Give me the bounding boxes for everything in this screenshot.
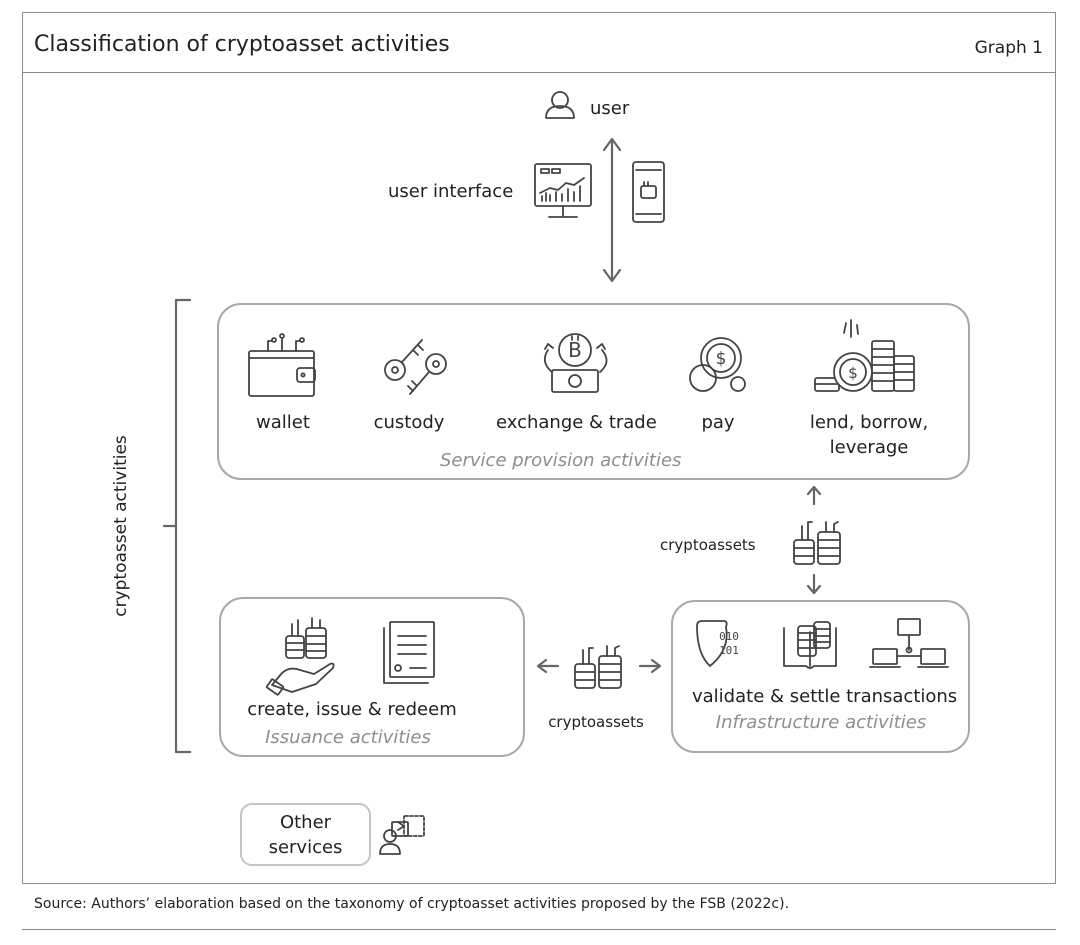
user-icon bbox=[545, 91, 575, 119]
service-provision-caption: Service provision activities bbox=[440, 450, 682, 471]
svg-text:$: $ bbox=[716, 349, 727, 369]
cryptoasset-activities-label: cryptoasset activities bbox=[111, 435, 131, 617]
other-services-line1: Other bbox=[279, 812, 332, 833]
vertical-exchange-arrows bbox=[806, 485, 822, 595]
wallet-icon bbox=[248, 333, 316, 397]
svg-text:$: $ bbox=[848, 364, 858, 382]
phone-icon bbox=[632, 161, 665, 223]
graph-number: Graph 1 bbox=[974, 38, 1043, 58]
ledger-book-icon bbox=[783, 621, 837, 669]
coins-hand-icon bbox=[265, 617, 335, 696]
bitcoin-exchange-icon: B bbox=[543, 333, 608, 393]
coin-stacks-icon: $ bbox=[814, 319, 915, 392]
issuance-caption: Issuance activities bbox=[265, 727, 431, 748]
other-services-box: Other services bbox=[240, 803, 371, 866]
user-interface-label: user interface bbox=[388, 181, 514, 202]
binary-line-1: 010 bbox=[719, 630, 739, 643]
leverage-label: leverage bbox=[829, 437, 909, 458]
horizontal-crypto-coins-icon bbox=[574, 645, 622, 689]
graph-frame: Classification of cryptoasset activities… bbox=[22, 12, 1056, 884]
cryptoassets-vertical-label: cryptoassets bbox=[660, 536, 756, 554]
pay-label: pay bbox=[701, 412, 735, 433]
document-icon bbox=[383, 621, 435, 684]
custody-label: custody bbox=[373, 412, 445, 433]
wallet-label: wallet bbox=[256, 412, 310, 433]
source-note: Source: Authors’ elaboration based on th… bbox=[34, 896, 790, 912]
keys-icon bbox=[384, 339, 447, 395]
lend-borrow-label: lend, borrow, bbox=[809, 412, 929, 433]
shield-binary-icon: 010 101 bbox=[696, 620, 739, 667]
create-issue-redeem-label: create, issue & redeem bbox=[247, 699, 457, 720]
svg-text:B: B bbox=[568, 338, 582, 362]
dollar-coin-icon: $ bbox=[689, 337, 746, 392]
service-provision-box bbox=[217, 303, 970, 480]
monitor-icon bbox=[534, 163, 592, 218]
other-services-icon bbox=[379, 815, 425, 855]
infrastructure-box bbox=[671, 600, 970, 753]
title-bar: Classification of cryptoasset activities… bbox=[23, 13, 1055, 73]
binary-line-2: 101 bbox=[719, 644, 739, 657]
infrastructure-caption: Infrastructure activities bbox=[715, 712, 927, 733]
footer-rule bbox=[22, 929, 1056, 930]
exchange-trade-label: exchange & trade bbox=[496, 412, 657, 433]
validate-settle-label: validate & settle transactions bbox=[692, 686, 958, 707]
cryptoassets-horizontal-label: cryptoassets bbox=[548, 713, 644, 731]
issuance-box bbox=[219, 597, 525, 757]
network-icon bbox=[869, 618, 949, 668]
activities-bracket bbox=[162, 298, 192, 754]
vertical-crypto-coins-icon bbox=[793, 521, 841, 565]
user-arrow bbox=[602, 137, 622, 283]
other-services-line2: services bbox=[268, 837, 343, 858]
graph-title: Classification of cryptoasset activities bbox=[34, 32, 450, 57]
horizontal-exchange-arrows bbox=[536, 658, 662, 674]
user-label: user bbox=[590, 98, 630, 119]
